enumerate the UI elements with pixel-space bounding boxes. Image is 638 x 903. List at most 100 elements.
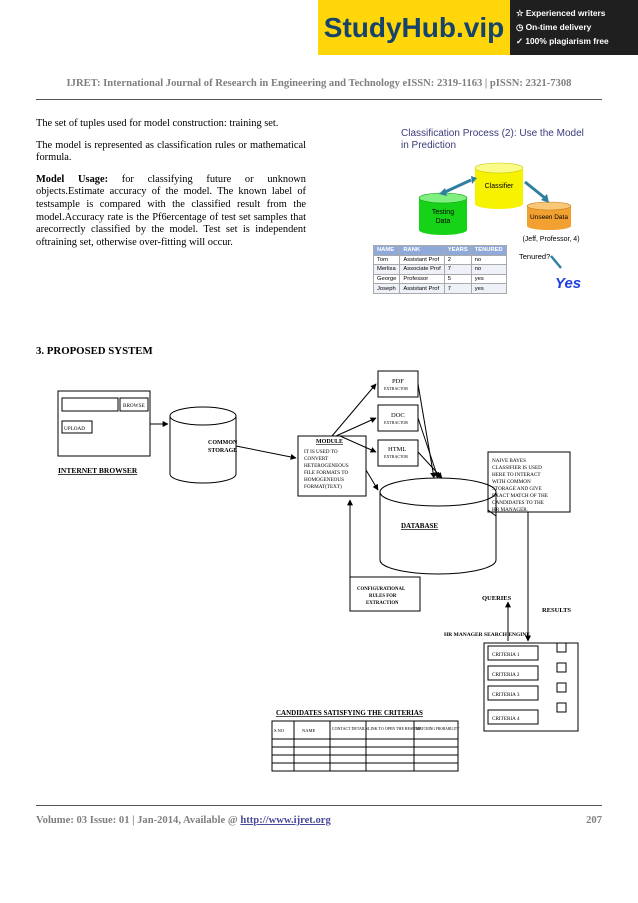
arrow-head-icon [541,194,549,203]
header-rule [36,99,602,100]
arrow-icon [524,180,546,200]
arrow-icon [331,383,377,437]
criteria-label: CRITERIA 4 [492,716,520,722]
table-row: Tom Assistant Prof 2 no [372,254,507,266]
brand-logo: StudyHub.vip [318,0,510,55]
pdf-label: PDF [392,378,404,385]
arrow-head-icon [439,188,447,196]
naive-bayes-text: HR MANAGER. [492,507,528,513]
perk-item: ☆ Experienced writers [516,8,606,18]
naive-bayes-text: HERE TO INTERACT [492,472,541,478]
extractor-label: EXTRACTOR [384,420,408,425]
naive-bayes-text: EXACT MATCH OF THE [492,493,548,499]
extractor-label: EXTRACTOR [384,454,408,459]
queries-label: QUERIES [482,595,512,602]
database-label: DATABASE [401,522,438,530]
candidates-header: LINK TO OPEN THE RESUME [368,726,422,731]
naive-bayes-text: NAIVE BAYES [492,458,526,464]
table-header: NAME [372,245,401,256]
table-cell: 5 [443,273,472,285]
table-cell: George [372,273,401,285]
database-cylinder [379,492,497,575]
table-header: RANK [399,245,445,256]
classifier-label: Classifier [485,183,514,190]
candidates-header: MATCHING PROBABILITY [416,727,460,731]
connector [487,509,497,517]
module-text: FORMAT(TEXT) [304,483,342,490]
browse-label: BROWSE [123,403,145,409]
arrow-head-icon [471,176,477,184]
system-diagram: BROWSE UPLOAD INTERNET BROWSER COMMON ST… [57,370,579,772]
table-cell: yes [470,273,507,285]
classification-figure: Classification Process (2): Use the Mode… [365,128,620,298]
arrow-icon [365,469,379,491]
figure1-title-line: Classification Process (2): Use the Mode… [401,128,584,139]
table-cell: no [470,264,507,275]
criteria-field [487,709,539,725]
journal-link[interactable]: http://www.ijret.org [240,815,331,826]
arrow-icon [235,445,297,460]
paragraph: The set of tuples used for model constru… [36,118,279,129]
paragraph: The model is represented as classificati… [36,139,306,164]
table-row: Joseph Assistant Prof 7 yes [372,283,507,294]
criteria-checkbox [556,642,567,653]
table-cell: 2 [443,254,472,266]
table-header-row: NAME RANK YEARS TENURED [372,245,507,256]
module-text: CONVERT [304,456,329,462]
criteria-field [487,645,539,661]
candidates-header: NAME [302,728,316,733]
query-label: (Jeff, Professor, 4) [522,236,579,243]
table-cell: 7 [443,283,472,294]
common-storage-cylinder [169,416,237,484]
candidates-header: S.NO [274,728,285,733]
naive-bayes-text: STORAGE AND GIVE [492,486,542,492]
journal-header: IJRET: International Journal of Research… [66,78,572,89]
ad-banner[interactable]: StudyHub.vip ☆ Experienced writers ◷ On-… [318,0,638,55]
testing-data-label: Data [436,218,451,225]
perks-list: ☆ Experienced writers ◷ On-time delivery… [516,6,636,48]
arrow-icon [417,417,440,479]
module-text: FILE FORMATS TO [304,470,348,476]
figure1-title-line: in Prediction [401,140,457,151]
table-cell: Assistant Prof [399,254,445,266]
naive-bayes-text: WITH COMMON [492,479,531,485]
config-text: EXTRACTION [366,601,399,606]
module-text: HOMOGENEOUS [304,477,344,483]
file-path-field [61,397,119,412]
candidates-table [271,720,459,772]
tenured-question: Tenured? [519,252,550,261]
body-text: The set of tuples used for model constru… [36,118,306,258]
table-cell: 7 [443,264,472,275]
doc-label: DOC [391,412,405,419]
module-text: HETEROGENEOUS [304,463,349,469]
tenure-table: NAME RANK YEARS TENURED Tom Assistant Pr… [372,245,507,294]
arrow-icon [339,435,377,453]
common-storage-label: COMMON [208,440,238,446]
criteria-label: CRITERIA 1 [492,652,520,658]
table-cell: no [470,254,507,266]
arrow-icon [335,417,377,437]
page-number: 207 [586,815,602,826]
html-label: HTML [388,446,406,453]
table-cell: Associate Prof [399,264,445,275]
footer-rule [36,805,602,806]
criteria-checkbox [556,662,567,673]
table-cell: Professor [399,273,445,285]
candidates-title: CANDIDATES SATISFYING THE CRITERIAS [276,709,423,717]
html-extractor-box [377,439,419,467]
table-cell: Assistant Prof [399,283,445,294]
naive-bayes-box [487,451,571,513]
criteria-label: CRITERIA 2 [492,672,520,678]
model-usage-text: for classifying future or unknown object… [36,173,306,248]
config-rules-box [349,576,421,612]
naive-bayes-text: CLASSIFIER IS USED [492,465,542,471]
browse-button [119,397,149,412]
classifier-cylinder: Classifier [474,162,524,209]
table-cell: yes [470,283,507,294]
figure1-title: Classification Process (2): Use the Mode… [401,128,584,152]
table-row: Merlisa Associate Prof 7 no [372,264,507,275]
criteria-checkbox [556,682,567,693]
figure1-diagram: Classifier Testing Data Unseen Data (Jef… [418,162,581,292]
testing-data-label: Testing [432,209,454,216]
testing-data-cylinder: Testing Data [418,192,468,235]
